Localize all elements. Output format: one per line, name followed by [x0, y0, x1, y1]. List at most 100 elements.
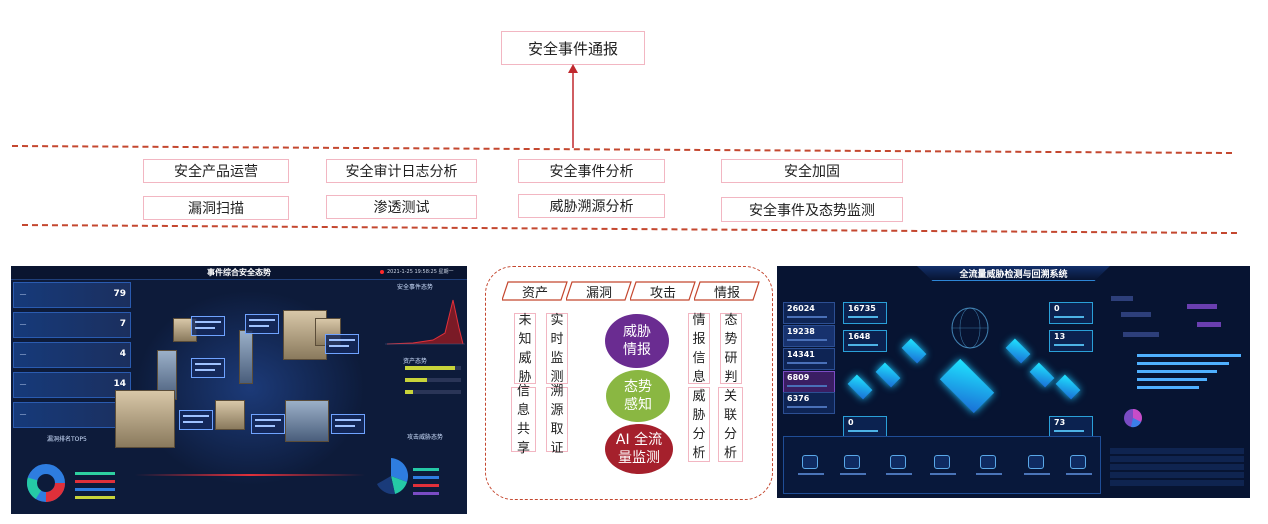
table-row	[1110, 464, 1244, 470]
metric-box: 16735	[843, 302, 887, 324]
app-icon	[1028, 455, 1044, 469]
donut-chart-icon	[27, 464, 65, 502]
rank-bar	[1137, 362, 1229, 365]
legend-line	[75, 480, 115, 483]
info-tag	[191, 358, 225, 378]
metric-value: 16735	[848, 304, 876, 313]
dashboard-title: 全流量威胁检测与回溯系统	[959, 270, 1068, 280]
node-cube-icon	[901, 338, 927, 364]
stat-card: ──7	[13, 312, 131, 338]
dashed-divider-bottom	[21, 224, 1237, 235]
row1-box-2: 安全审计日志分析	[326, 159, 477, 183]
row2-box-3: 威胁溯源分析	[518, 194, 665, 218]
radar-chart-icon	[377, 458, 409, 495]
info-tag	[325, 334, 359, 354]
situation-assessment-box: 态势研判	[720, 313, 742, 385]
building	[239, 330, 253, 384]
info-tag	[191, 316, 225, 336]
tab-vulnerabilities: 漏洞	[566, 281, 632, 301]
row2-box-4: 安全事件及态势监测	[721, 197, 903, 222]
metric-value: 1648	[848, 332, 871, 341]
app-icon	[802, 455, 818, 469]
tab-label: 攻击	[649, 285, 676, 301]
event-panel-title: 安全事件态势	[397, 284, 434, 291]
rank-bar	[1137, 370, 1217, 373]
kpi-card: 6809	[783, 371, 835, 393]
ai-traffic-monitoring-circle: AI 全流量监测	[605, 424, 673, 474]
kpi-card: 19238	[783, 325, 835, 347]
table-row	[1110, 480, 1244, 486]
table-row	[1110, 456, 1244, 462]
node-cube-icon	[847, 374, 873, 400]
stat-value: 4	[119, 349, 126, 359]
security-event-report-box: 安全事件通报	[501, 31, 645, 65]
rank-bar	[1137, 354, 1241, 357]
node-cube-icon	[1005, 338, 1031, 364]
stat-value: 79	[113, 289, 126, 299]
app-label	[930, 473, 956, 475]
app-icon	[1070, 455, 1086, 469]
3d-building-map	[115, 290, 365, 486]
situation-awareness-circle: 态势感知	[606, 370, 670, 422]
kpi-card: 14341	[783, 348, 835, 370]
tab-attacks: 攻击	[630, 281, 696, 301]
traceability-forensics-box: 溯源取证	[546, 384, 568, 456]
tab-assets: 资产	[502, 281, 568, 301]
pie-chart-icon	[1124, 409, 1142, 428]
alert-dot-icon	[380, 270, 384, 274]
legend-line	[75, 496, 115, 499]
platform-cube-icon	[939, 358, 995, 414]
app-label	[886, 473, 912, 475]
threat-analysis-box: 威胁分析	[688, 387, 710, 462]
kpi-value: 6809	[787, 373, 810, 382]
dashboard-header	[11, 266, 467, 280]
glow-line	[135, 474, 365, 476]
unknown-threat-box: 未知威胁	[514, 313, 536, 385]
app-icon	[934, 455, 950, 469]
tab-intelligence: 情报	[694, 281, 760, 301]
progress-bar	[405, 390, 461, 394]
node-cube-icon	[1055, 374, 1081, 400]
stat-card: ──79	[13, 282, 131, 308]
app-label	[1024, 473, 1050, 475]
app-label	[840, 473, 866, 475]
info-tag	[251, 414, 285, 434]
info-sharing-box: 信息共享	[511, 384, 536, 456]
info-tag	[179, 410, 213, 430]
dashed-divider-top	[11, 145, 1232, 155]
kpi-value: 19238	[787, 327, 815, 336]
row1-box-4: 安全加固	[721, 159, 903, 183]
stat-card: ──	[13, 402, 131, 428]
asset-panel-title: 资产态势	[403, 358, 428, 365]
legend-line	[75, 488, 115, 491]
info-tag	[331, 414, 365, 434]
legend-line	[413, 476, 439, 479]
app-icon	[980, 455, 996, 469]
stat-card: ──14	[13, 372, 131, 398]
legend-line	[413, 468, 439, 471]
rank-bar	[1137, 378, 1207, 381]
stat-value: 7	[119, 319, 126, 329]
progress-bar	[405, 366, 461, 370]
head-wireframe-icon	[951, 307, 989, 349]
tag-pill	[1123, 332, 1159, 337]
stat-value: 14	[113, 379, 126, 389]
threat-panel-title: 攻击威胁态势	[407, 434, 444, 441]
kpi-card: 6376	[783, 392, 835, 414]
kpi-value: 6376	[787, 394, 810, 403]
realtime-monitoring-box: 实时监测	[546, 313, 568, 385]
tag-pill	[1111, 296, 1133, 301]
top5-panel-title: 漏洞排名TOP5	[47, 436, 87, 443]
app-label	[798, 473, 824, 475]
building	[115, 390, 175, 448]
building	[285, 400, 329, 442]
legend-line	[413, 492, 439, 495]
correlation-analysis-box: 关联分析	[718, 387, 743, 462]
metric-box: 0	[843, 416, 887, 438]
tab-label: 漏洞	[585, 285, 612, 301]
node-cube-icon	[1029, 362, 1055, 388]
tab-label: 情报	[713, 285, 740, 301]
kpi-card: 26024	[783, 302, 835, 324]
traffic-detection-dashboard-screenshot: 全流量威胁检测与回溯系统 26024 19238 14341 6809 6376…	[777, 266, 1250, 498]
kpi-value: 14341	[787, 350, 815, 359]
